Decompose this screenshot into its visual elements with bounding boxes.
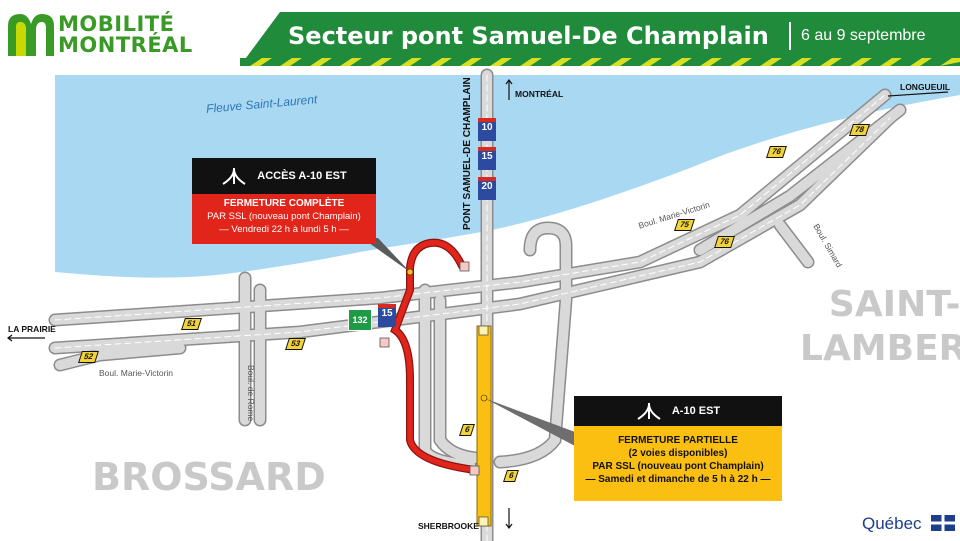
shield-a15-icon: 15 (378, 304, 396, 327)
city-saint-lambert: SAINT- LAMBERT (800, 283, 960, 371)
logo-line-2: MONTRÉAL (58, 33, 193, 57)
direction-montreal: MONTRÉAL (515, 89, 564, 99)
callout-pointer-yellow (484, 398, 575, 446)
direction-arrow-icon (7, 79, 949, 529)
callout-pointer-red (362, 238, 410, 272)
callout-full-closure-detail: PAR SSL (nouveau pont Champlain) (207, 211, 361, 222)
direction-sherbrooke: SHERBROOKE (418, 521, 479, 531)
callout-full-closure-body: FERMETURE COMPLÈTE PAR SSL (nouveau pont… (192, 194, 376, 244)
callout-full-closure: ACCÈS A-10 EST FERMETURE COMPLÈTE PAR SS… (192, 158, 376, 244)
direction-longueuil: LONGUEUIL (900, 82, 951, 92)
partial-closure-segment (476, 325, 492, 527)
highway-interchange-icon (222, 168, 246, 185)
banner-background (240, 12, 960, 66)
callout-partial-closure: A-10 EST FERMETURE PARTIELLE (2 voies di… (574, 396, 782, 501)
shield-route132-icon: 132 (348, 309, 372, 331)
shield-a20-icon: 20 (478, 177, 496, 200)
logo-text: MOBILITÉ MONTRÉAL (58, 14, 193, 56)
callout-partial-closure-header: A-10 EST (574, 396, 782, 426)
logo-line-1: MOBILITÉ (58, 12, 175, 36)
quebec-logo-text: Québec (862, 514, 922, 533)
banner-stripe (240, 58, 960, 66)
callout-partial-closure-body: FERMETURE PARTIELLE (2 voies disponibles… (574, 426, 782, 501)
callout-partial-closure-detail: PAR SSL (nouveau pont Champlain) (592, 461, 764, 472)
highway-interchange-icon (637, 403, 661, 420)
shield-a15-top-icon: 15 (478, 147, 496, 170)
full-closure-route (390, 238, 479, 474)
callout-partial-closure-heading: A-10 EST (671, 405, 721, 417)
city-saint-lambert-line-2: LAMBERT (800, 328, 960, 369)
callout-full-closure-when: — Vendredi 22 h à lundi 5 h — (219, 224, 349, 235)
street-marie-victorin-west: Boul. Marie-Victorin (99, 368, 174, 378)
city-saint-lambert-line-1: SAINT- (828, 284, 960, 325)
direction-la-prairie: LA PRAIRIE (8, 324, 56, 334)
quebec-flag-icon (931, 515, 955, 531)
callout-partial-closure-when: — Samedi et dimanche de 5 h à 22 h — (585, 474, 771, 485)
callout-full-closure-heading: ACCÈS A-10 EST (257, 170, 347, 182)
callout-partial-closure-subtitle: (2 voies disponibles) (628, 448, 728, 459)
callout-full-closure-header: ACCÈS A-10 EST (192, 158, 376, 194)
street-rome: Boul. de Rome (246, 365, 256, 422)
callout-partial-closure-title: FERMETURE PARTIELLE (618, 435, 738, 446)
logo-icon (8, 14, 54, 56)
banner-dates: 6 au 9 septembre (801, 27, 926, 44)
city-brossard: BROSSARD (92, 455, 326, 499)
shield-a10-icon: 10 (478, 118, 496, 141)
callout-full-closure-title: FERMETURE COMPLÈTE (223, 198, 345, 209)
closure-marker-icon (379, 261, 489, 527)
banner-divider (789, 22, 791, 50)
bridge-label: PONT SAMUEL-DE CHAMPLAIN (462, 77, 473, 230)
page-title: Secteur pont Samuel-De Champlain (288, 22, 769, 50)
